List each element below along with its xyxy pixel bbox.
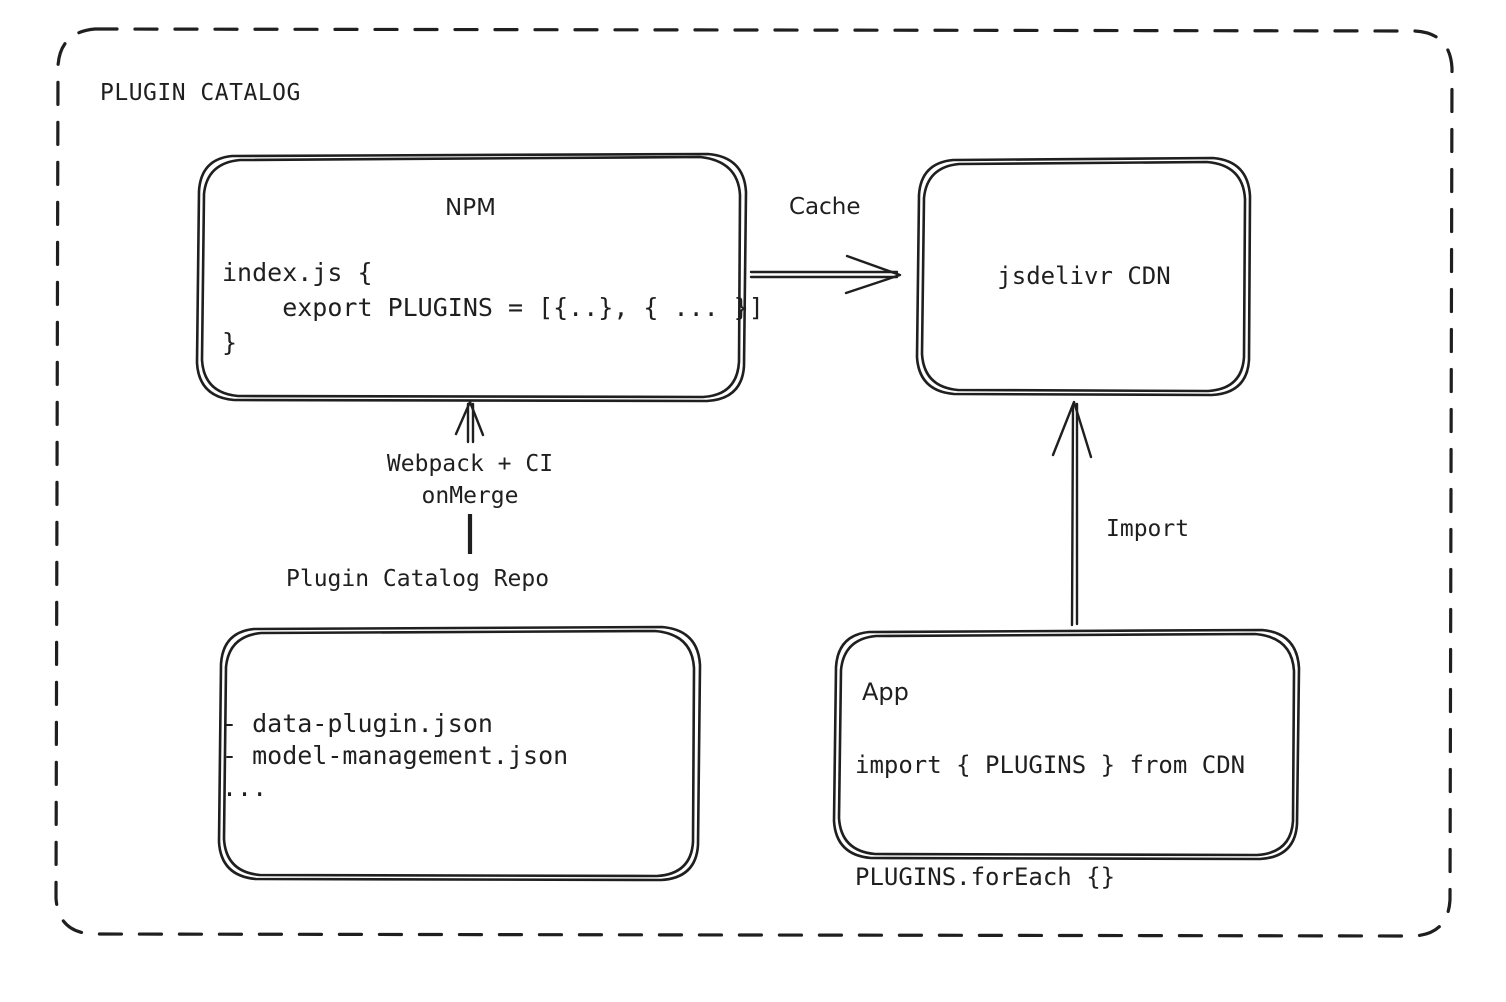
frame-title: PLUGIN CATALOG	[100, 80, 301, 106]
npm-box-code: index.js { export PLUGINS = [{..}, { ...…	[222, 258, 764, 357]
import-edge-label: Import	[1106, 516, 1190, 542]
repo-box-title: Plugin Catalog Repo	[286, 566, 550, 592]
npm-box-title: NPM	[445, 195, 496, 221]
cache-edge-label: Cache	[789, 194, 861, 220]
import-arrow	[1051, 400, 1093, 627]
cache-arrow	[749, 254, 902, 295]
cdn-box-title: jsdelivr CDN	[997, 262, 1171, 290]
repo-box-code: - data-plugin.json - model-management.js…	[222, 709, 569, 802]
build-edge-label: Webpack + CI onMerge	[386, 451, 554, 509]
app-box-code: import { PLUGINS } from CDN PLUGINS.forE…	[855, 751, 1246, 891]
app-box-title: App	[862, 678, 909, 706]
